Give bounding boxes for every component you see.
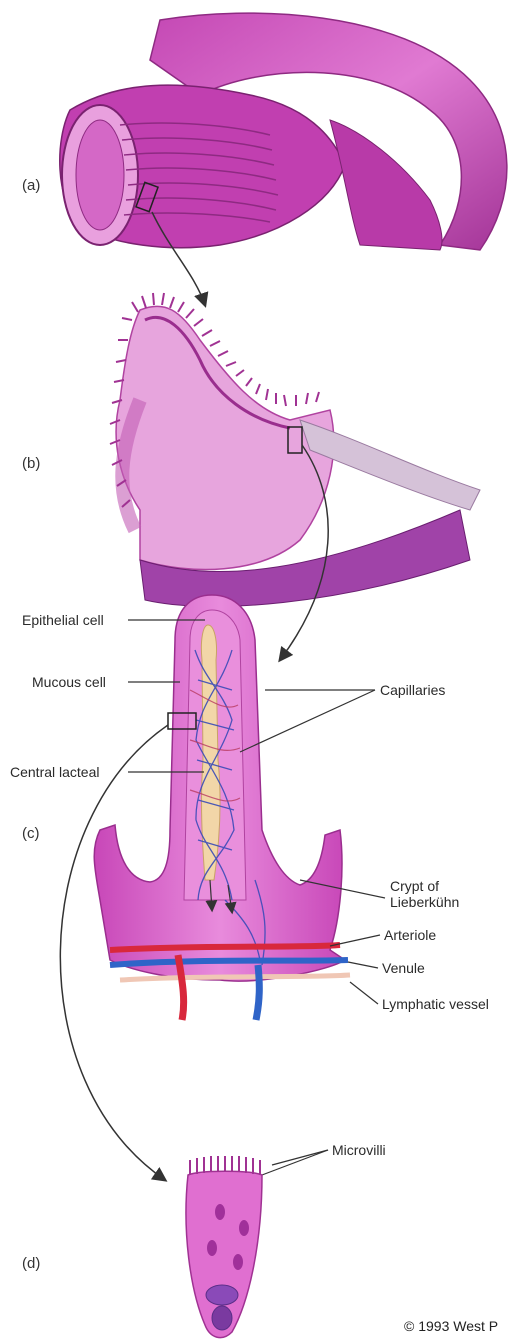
panel-label-b: (b) xyxy=(22,456,40,472)
label-arteriole: Arteriole xyxy=(384,927,436,943)
label-venule: Venule xyxy=(382,960,425,976)
label-crypt-line2: Lieberkühn xyxy=(390,894,459,910)
panel-label-d: (d) xyxy=(22,1256,40,1272)
label-lymphatic-vessel: Lymphatic vessel xyxy=(382,996,489,1012)
label-epithelial-cell: Epithelial cell xyxy=(22,612,104,628)
label-mucous-cell: Mucous cell xyxy=(32,674,106,690)
copyright-notice: © 1993 West P xyxy=(404,1318,498,1334)
label-central-lacteal: Central lacteal xyxy=(10,764,100,780)
label-microvilli: Microvilli xyxy=(332,1142,386,1158)
intestine-tube xyxy=(60,13,507,250)
villus xyxy=(94,595,350,1020)
villi-fold xyxy=(110,293,480,607)
label-crypt-line1: Crypt of xyxy=(390,878,439,894)
panel-label-c: (c) xyxy=(22,826,40,842)
panel-label-a: (a) xyxy=(22,178,40,194)
epithelial-cell xyxy=(186,1156,262,1338)
label-capillaries: Capillaries xyxy=(380,682,445,698)
